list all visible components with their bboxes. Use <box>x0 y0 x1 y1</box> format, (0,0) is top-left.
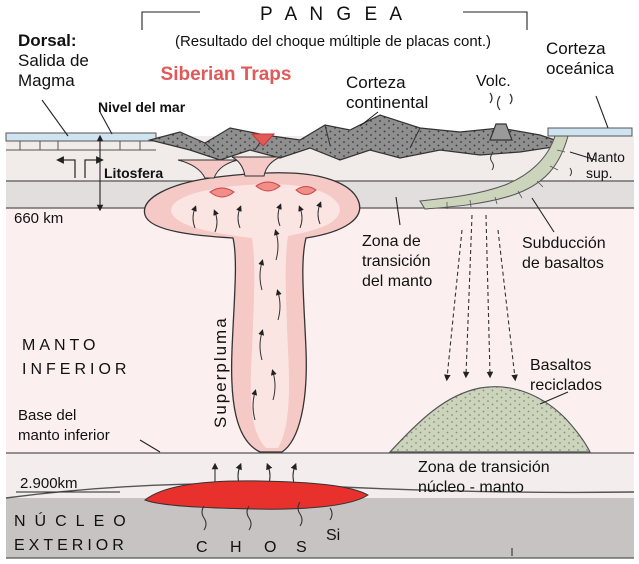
corteza-continental-label-2: continental <box>346 93 428 112</box>
nivel-del-mar-label: Nivel del mar <box>98 99 186 115</box>
zona-transicion-manto-label-3: del manto <box>362 273 432 290</box>
base-manto-inferior-label-2: manto inferior <box>18 427 110 444</box>
element-s: S <box>296 539 307 556</box>
nucleo-exterior-label-2: EXTERIOR <box>14 537 128 554</box>
volcano-smoke <box>489 92 513 111</box>
zona-transicion-nucleo-label-2: núcleo - manto <box>418 479 524 496</box>
element-si: Si <box>326 527 340 544</box>
subduccion-label-2: de basaltos <box>522 255 604 272</box>
basaltos-reciclados-label-1: Basaltos <box>530 357 591 374</box>
corteza-continental-label-1: Corteza <box>346 73 406 92</box>
corteza-oceanica-label-2: oceánica <box>546 59 615 78</box>
depth-660-label: 660 km <box>14 210 63 227</box>
manto-inferior-label-2: INFERIOR <box>22 361 130 378</box>
oceanic-crust-left <box>5 132 157 142</box>
element-h: H <box>230 539 242 556</box>
pangea-title: P A N G E A <box>260 4 406 25</box>
basaltos-reciclados-label-2: reciclados <box>530 377 602 394</box>
plume-source <box>144 480 369 510</box>
zona-transicion-manto-label-1: Zona de <box>362 233 421 250</box>
corteza-oceanica-label-1: Corteza <box>546 39 606 58</box>
subducting-slab <box>419 135 569 210</box>
pangea-subtitle: (Resultado del choque múltiple de placas… <box>175 33 491 50</box>
siberian-traps-label: Siberian Traps <box>161 64 292 85</box>
manto-sup-label-2: sup. <box>586 165 612 181</box>
dorsal-label-1: Dorsal: <box>18 31 77 50</box>
litosfera-label: Litosfera <box>104 165 163 181</box>
dorsal-label-2: Salida de <box>18 51 89 70</box>
zona-transicion-manto-label-2: transición <box>362 253 430 270</box>
nucleo-exterior-label-1: NÚCLEO <box>14 511 135 530</box>
volc-label: Volc. <box>476 73 511 90</box>
sinking-basalt-arrows <box>444 214 518 382</box>
superpluma-label: Superpluma <box>211 316 230 428</box>
oceanic-crust-right <box>547 127 633 137</box>
manto-sup-label-1: Manto <box>586 149 625 165</box>
element-c: C <box>196 539 208 556</box>
volcano <box>489 123 513 141</box>
depth-2900-label: 2.900km <box>20 475 78 492</box>
siberian-traps-marker <box>250 133 276 147</box>
element-o: O <box>264 539 276 556</box>
dorsal-label-3: Magma <box>18 71 75 90</box>
base-manto-inferior-label-1: Base del <box>18 407 76 424</box>
manto-inferior-label-1: MANTO <box>22 337 99 354</box>
zona-transicion-nucleo-label-1: Zona de transición <box>418 459 550 476</box>
outer-core-layer <box>6 498 634 558</box>
subduccion-label-1: Subducción <box>522 235 606 252</box>
